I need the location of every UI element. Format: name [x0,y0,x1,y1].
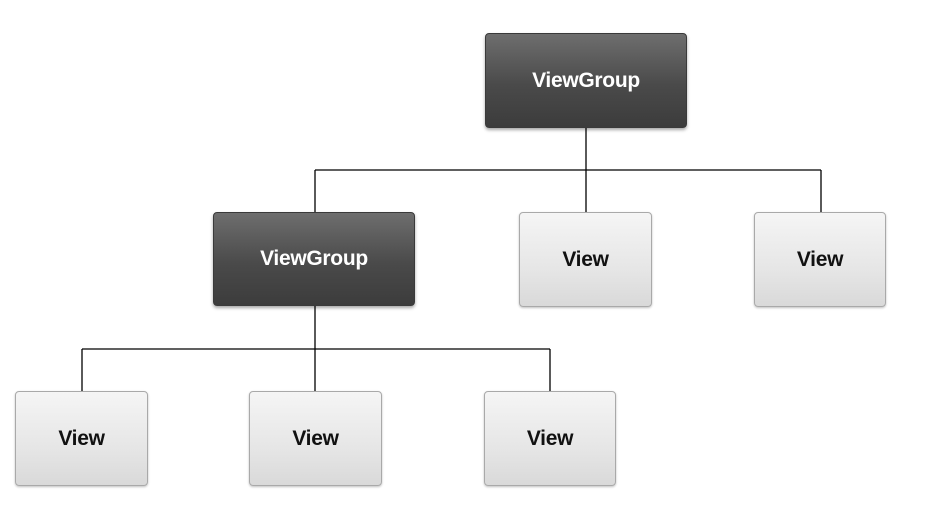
view-node-level1-b: View [754,212,886,307]
view-label: View [292,426,339,450]
child-viewgroup-node: ViewGroup [213,212,415,306]
root-viewgroup-label: ViewGroup [532,68,640,92]
view-node-level2-3: View [484,391,616,486]
view-node-level2-2: View [249,391,382,486]
view-label: View [562,247,609,271]
view-node-level2-1: View [15,391,148,486]
view-label: View [796,247,844,271]
child-viewgroup-label: ViewGroup [260,247,368,270]
view-label: View [58,426,105,450]
view-node-level1-a: View [519,212,652,307]
root-viewgroup-node: ViewGroup [485,33,687,128]
view-label: View [526,426,574,450]
